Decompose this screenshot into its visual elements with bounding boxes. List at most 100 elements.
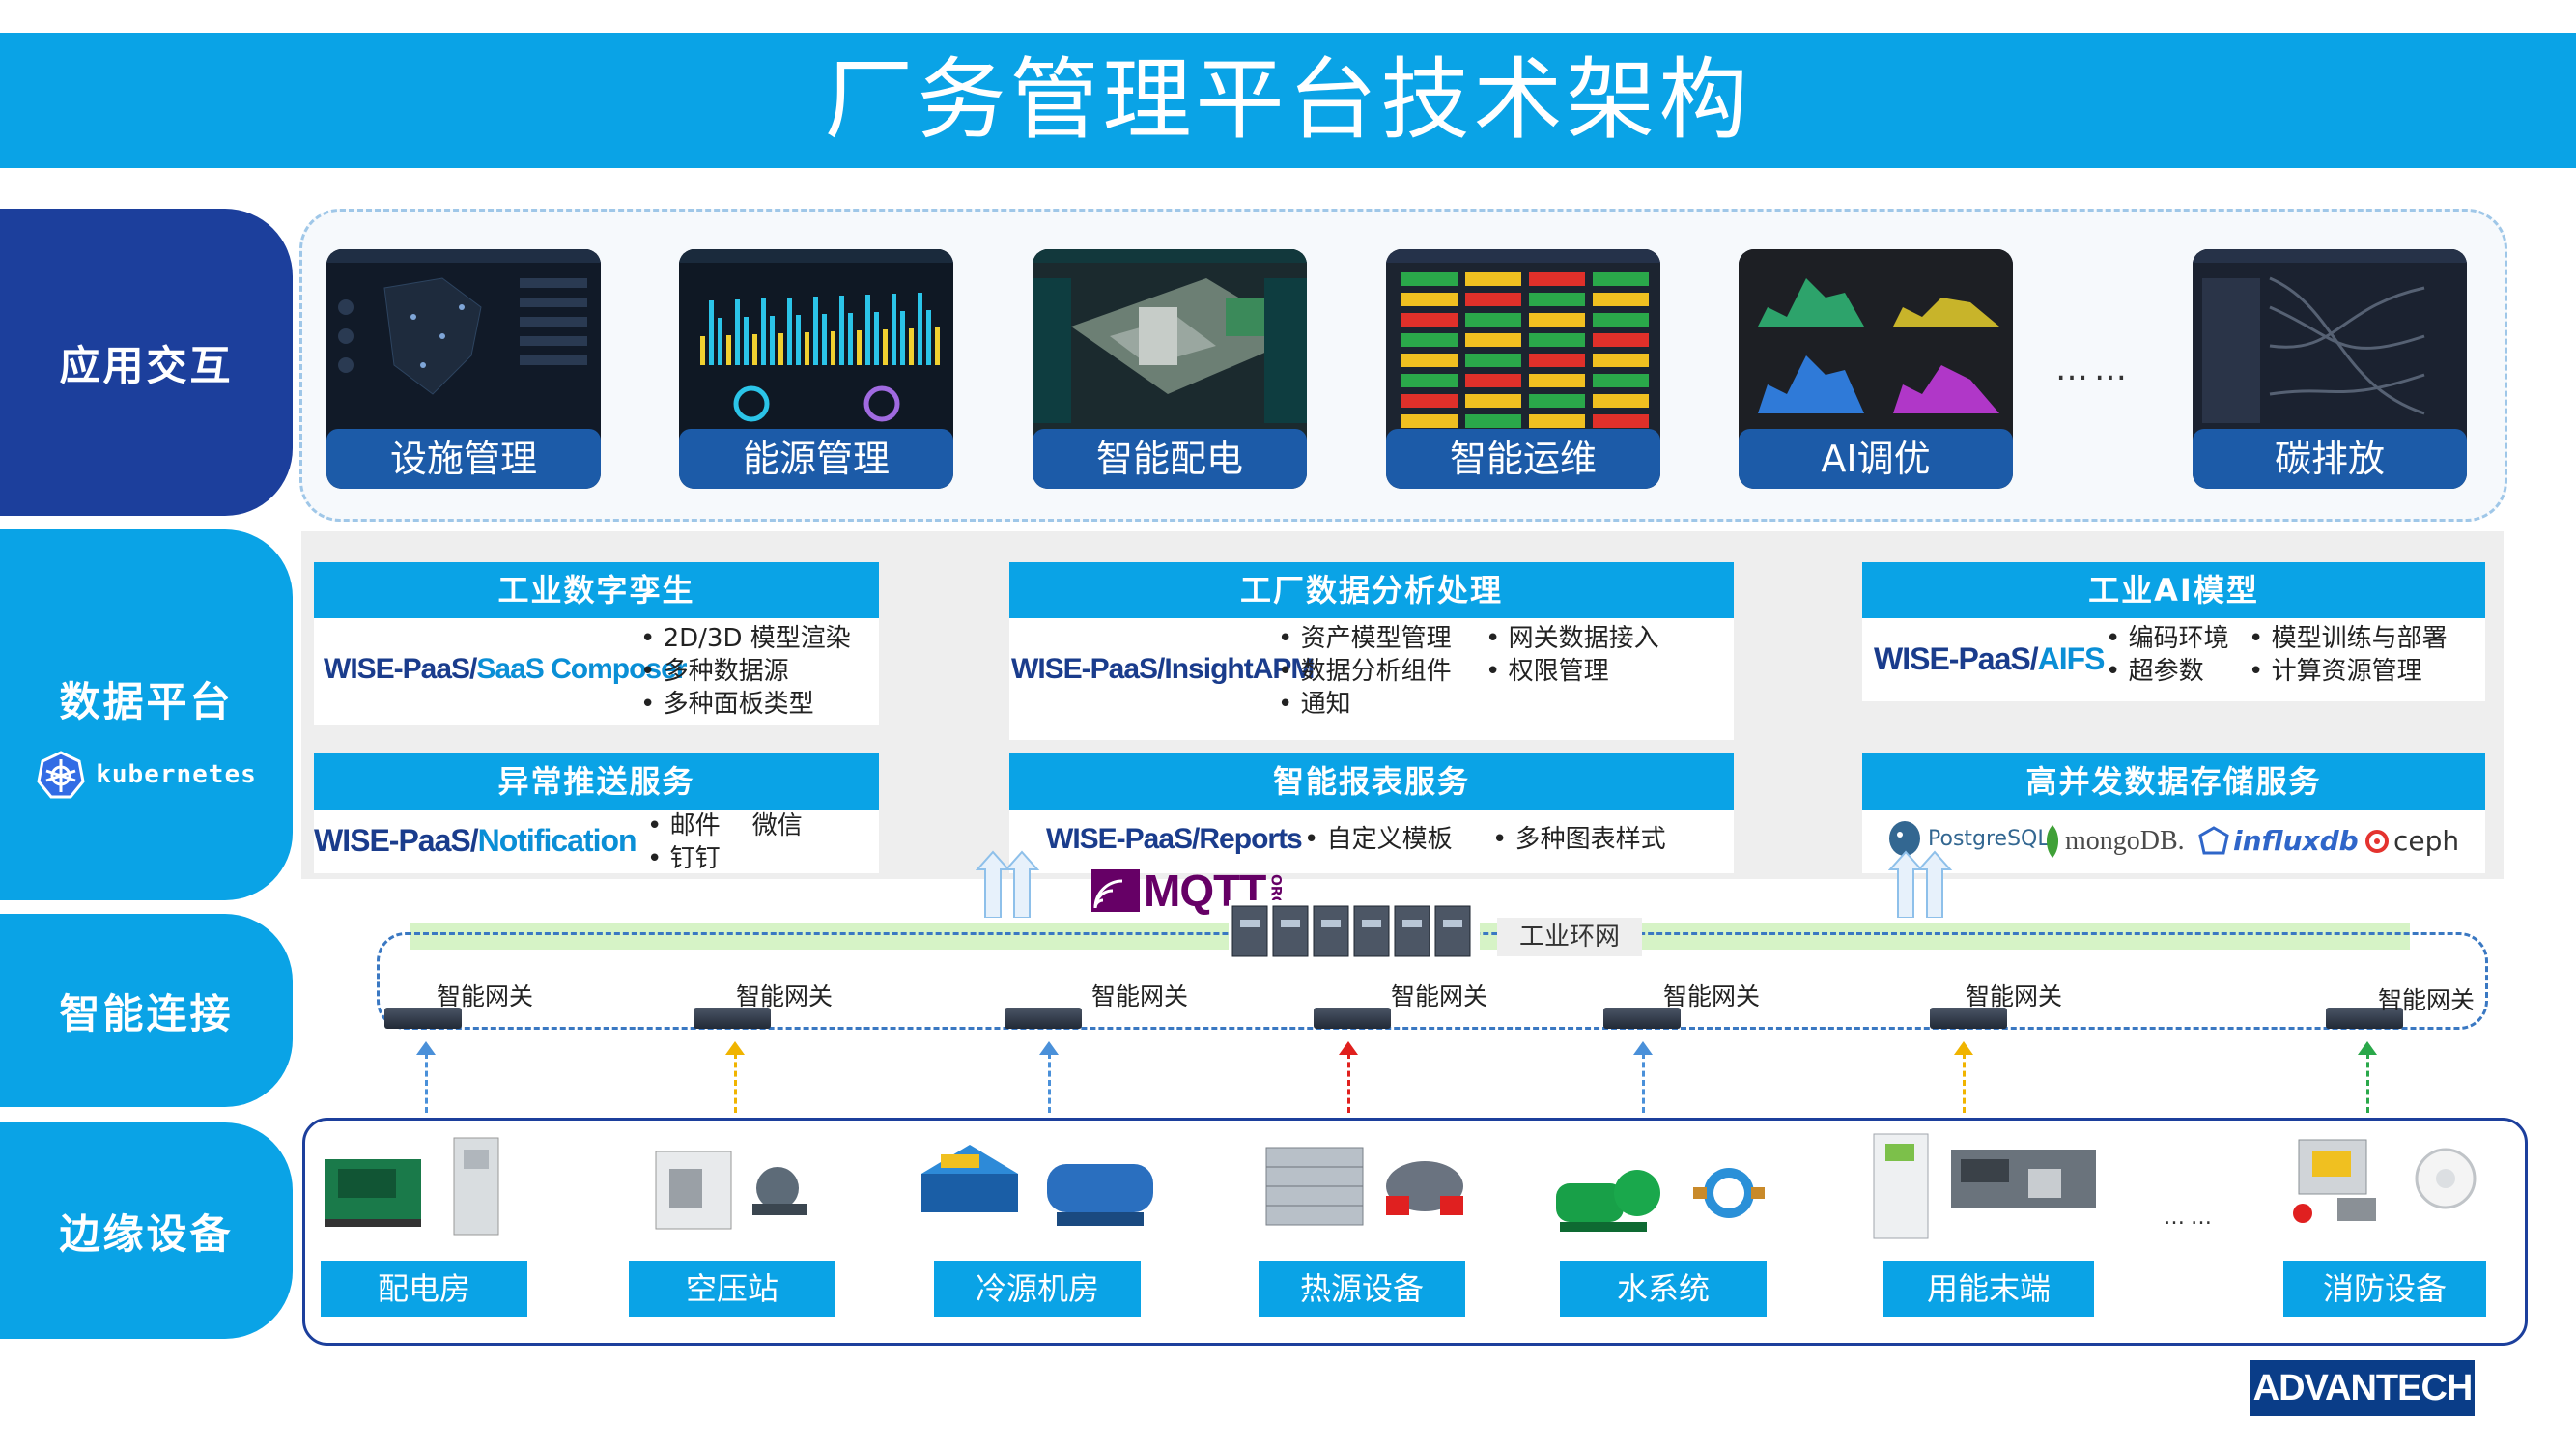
service-twin-body: WISE-PaaS/SaaS Composer • 2D/3D 模型渲染 • 多… [314,618,879,724]
cube-icon [2198,825,2229,854]
layer-app: 应用交互 [0,209,293,516]
gateway-label: 智能网关 [1663,982,1761,1010]
chiller-icon [921,1145,1153,1226]
gateway-icon [1314,1008,1391,1029]
report-feature-0: • 自定义模板 [1304,825,1453,854]
ceph-logo: ceph [2364,825,2459,857]
gateway-label: 智能网关 [437,982,534,1010]
uplink-arrow-line [1963,1053,1966,1113]
arrow-up-icon [1039,1041,1059,1055]
arrow-up-icon [725,1041,745,1055]
arrow-up-icon [1954,1041,1973,1055]
notify-features: • 邮件 微信 • 钉钉 [647,811,803,873]
service-analysis: 工厂数据分析处理 WISE-PaaS/InsightAPM • 资产模型管理 •… [1009,562,1734,740]
gateway-icon [1005,1008,1082,1029]
edge-label-6: 消防设备 [2283,1261,2486,1317]
apps-ellipsis: …… [2055,350,2133,388]
layer-connect-label: 智能连接 [59,989,234,1037]
service-storage: 高并发数据存储服务 PostgreSQL mongoDB. influxdb c… [1862,753,2485,873]
twin-features: • 2D/3D 模型渲染 • 多种数据源 • 多种面板类型 [640,624,851,719]
app-card-carbon[interactable]: 碳排放 [2193,249,2467,489]
uplink-arrow-line [1642,1053,1645,1113]
terminal-equipment-icon [1873,1133,2096,1239]
service-report-body: WISE-PaaS/Reports • 自定义模板 • 多种图表样式 [1009,810,1734,873]
service-ai-title: 工业AI模型 [1862,562,2485,618]
layer-app-label: 应用交互 [59,341,234,389]
industrial-switch-icon [1231,905,1471,957]
product-insightapm: WISE-PaaS/InsightAPM [1011,653,1315,685]
app-card-power[interactable]: 智能配电 [1033,249,1307,489]
service-ai-body: WISE-PaaS/AIFS • 编码环境 • 超参数 • 模型训练与部署 • … [1862,618,2485,701]
influxdb-logo: influxdb [2198,825,2359,857]
service-analysis-title: 工厂数据分析处理 [1009,562,1734,618]
upload-arrows-right-icon [1888,850,1953,918]
k8s-logo: kubernetes [36,750,257,800]
edge-label-4: 水系统 [1560,1261,1767,1317]
ai-features-b: • 模型训练与部署 • 计算资源管理 [2249,624,2448,686]
app-label-energy: 能源管理 [679,429,953,489]
uplink-arrow-line [1048,1053,1051,1113]
product-reports: WISE-PaaS/Reports [1046,823,1303,855]
title-banner [0,33,2576,168]
pump-meter-icon [1556,1168,1765,1232]
service-notify: 异常推送服务 WISE-PaaS/Notification • 邮件 微信 • … [314,753,879,873]
gateway-label: 智能网关 [1966,982,2063,1010]
product-saas-composer: WISE-PaaS/SaaS Composer [324,653,687,685]
edge-label-1: 空压站 [629,1261,835,1317]
map-dashboard-thumbnail [326,249,601,442]
page-title: 厂务管理平台技术架构 [824,48,1752,152]
app-card-ai[interactable]: AI调优 [1739,249,2013,489]
mqtt-signal-icon [1091,869,1140,912]
app-card-facility[interactable]: 设施管理 [326,249,601,489]
analysis-features-a: • 资产模型管理 • 数据分析组件 • 通知 [1278,624,1452,719]
service-report-title: 智能报表服务 [1009,753,1734,810]
arrow-up-icon [416,1041,436,1055]
edge-frame [302,1118,2528,1346]
app-label-carbon: 碳排放 [2193,429,2467,489]
edge-label-5: 用能末端 [1883,1261,2094,1317]
gateway-icon [694,1008,771,1029]
kubernetes-label: kubernetes [96,759,257,789]
gateway-label: 智能网关 [736,982,834,1010]
uplink-arrow-line [734,1053,737,1113]
app-label-power: 智能配电 [1033,429,1307,489]
edge-ellipsis: …… [2164,1206,2218,1230]
gateway-icon [2326,1008,2403,1029]
ai-dashboard-thumbnail [1739,249,2013,442]
ops-dashboard-thumbnail [1386,249,1660,442]
app-card-energy[interactable]: 能源管理 [679,249,953,489]
mongodb-logo: mongoDB. [2044,825,2185,858]
heat-pump-boiler-icon [1265,1147,1463,1226]
edge-label-3: 热源设备 [1259,1261,1465,1317]
service-storage-body: PostgreSQL mongoDB. influxdb ceph [1862,810,2485,873]
service-twin: 工业数字孪生 WISE-PaaS/SaaS Composer • 2D/3D 模… [314,562,879,724]
arrow-up-icon [2358,1041,2377,1055]
app-label-ops: 智能运维 [1386,429,1660,489]
service-storage-title: 高并发数据存储服务 [1862,753,2485,810]
layer-connect: 智能连接 [0,914,293,1107]
product-notification: WISE-PaaS/Notification [314,823,637,858]
mqtt-org-text: ORG [1267,873,1284,908]
service-notify-body: WISE-PaaS/Notification • 邮件 微信 • 钉钉 [314,810,879,873]
brand-logo: ADVANTECH [2250,1360,2475,1416]
gateway-label: 智能网关 [1391,982,1488,1010]
app-label-facility: 设施管理 [326,429,601,489]
uplink-arrow-line [2366,1053,2369,1113]
analysis-features-b: • 网关数据接入 • 权限管理 [1486,624,1659,686]
arrow-up-icon [1633,1041,1653,1055]
ceph-icon [2365,829,2389,853]
energy-dashboard-thumbnail [679,249,953,442]
uplink-arrow-line [425,1053,428,1113]
postgresql-logo: PostgreSQL [1885,819,2050,858]
layer-data-label: 数据平台 [59,677,234,725]
edge-label-2: 冷源机房 [934,1261,1141,1317]
switch-stack [1229,900,1480,960]
service-ai: 工业AI模型 WISE-PaaS/AIFS • 编码环境 • 超参数 • 模型训… [1862,562,2485,701]
app-card-ops[interactable]: 智能运维 [1386,249,1660,489]
product-aifs: WISE-PaaS/AIFS [1874,641,2105,676]
service-analysis-body: WISE-PaaS/InsightAPM • 资产模型管理 • 数据分析组件 •… [1009,618,1734,740]
service-twin-title: 工业数字孪生 [314,562,879,618]
uplink-arrow-line [1347,1053,1350,1113]
layer-edge: 边缘设备 [0,1122,293,1339]
carbon-dashboard-thumbnail [2193,249,2467,442]
